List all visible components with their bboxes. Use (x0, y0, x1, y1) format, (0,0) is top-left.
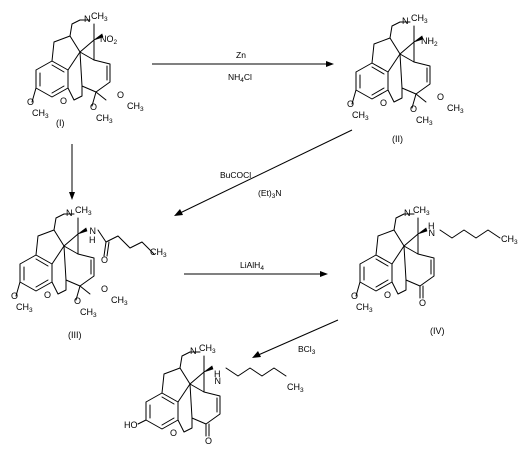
atom-n-iv: N (404, 208, 411, 218)
arrow-iv-to-final (255, 319, 339, 357)
arrowhead-iii-to-iv (320, 271, 328, 277)
reagent-bucocl: BuCOCl (220, 170, 251, 180)
compound-label-iv: (IV) (430, 326, 445, 336)
atom-ch3-i-4: CH3 (32, 108, 49, 120)
atom-n-ii: N (402, 16, 409, 26)
atom-ch3-iv-methoxy: CH3 (356, 302, 373, 314)
atom-ch3-i-2: CH3 (127, 101, 144, 113)
atom-ring-o-iv: O (384, 290, 391, 300)
atom-nh-iv: NH (428, 221, 435, 238)
compound-iv-structure (355, 213, 501, 299)
reagent-lialh4: LiAlH4 (240, 260, 264, 272)
atom-o-i-3: O (27, 97, 34, 107)
atom-ch3-iii: CH3 (75, 205, 92, 217)
reagent-nh4cl: NH4Cl (228, 72, 252, 84)
reagent-et3n: (Et)3N (258, 188, 281, 200)
atom-ketone-o-final: O (205, 436, 212, 446)
atom-ch3-ii-2: CH3 (447, 103, 464, 115)
arrowhead-ii-to-iii (174, 209, 183, 216)
atom-no2-i: NO2 (100, 34, 118, 46)
reagent-bcl3: BCl3 (298, 344, 316, 356)
atom-amide-o-iii: O (101, 255, 108, 265)
atom-ketone-o-iv: O (419, 298, 426, 308)
atom-ch3-iii-3: CH3 (80, 307, 97, 319)
atom-ch3-ii-4: CH3 (352, 110, 369, 122)
atom-ch3-iii-4: CH3 (16, 302, 33, 314)
atom-ch3-iv: CH3 (413, 205, 430, 217)
atom-ch3-ii-3: CH3 (416, 115, 433, 127)
compound-i-structure (31, 19, 111, 107)
atom-ch3-iii-2: CH3 (111, 295, 128, 307)
atom-nh-final: NH (214, 369, 221, 386)
atom-ch3-iv-chain: CH3 (501, 234, 518, 246)
reagent-zn: Zn (236, 50, 246, 60)
compound-label-i: (I) (56, 118, 65, 128)
atom-ho-final: HO (124, 420, 138, 430)
atom-ch3-ii: CH3 (411, 13, 428, 25)
atom-o-i-2: O (90, 102, 97, 112)
atom-o-i-1: O (117, 90, 124, 100)
compound-ii-structure (351, 21, 431, 109)
arrowhead-i-to-iii (69, 192, 75, 200)
compound-label-iii: (III) (68, 330, 82, 340)
atom-ring-o-final: O (170, 428, 177, 438)
atom-o-iii-1: O (101, 284, 108, 294)
atom-o-iii-2: O (74, 296, 81, 306)
atom-ch3-i: CH3 (91, 11, 108, 23)
final-product-structure (137, 351, 287, 437)
atom-o-ii-2: O (410, 104, 417, 114)
atom-o-ii-3: O (347, 99, 354, 109)
atom-n-i: N (84, 14, 91, 24)
atom-n-iii: N (66, 208, 73, 218)
atom-n-final: N (190, 346, 197, 356)
atom-ch3-final-chain: CH3 (287, 382, 304, 394)
arrowhead-i-to-ii (326, 61, 334, 67)
atom-ch3-iii-chain: CH3 (150, 247, 167, 259)
atom-ch3-i-3: CH3 (96, 113, 113, 125)
atom-o-iii-3: O (11, 291, 18, 301)
atom-nh2-ii: NH2 (421, 36, 438, 48)
atom-ring-o-iii: O (44, 290, 51, 300)
arrow-ii-to-iii (177, 129, 353, 215)
atom-ring-o-ii: O (380, 98, 387, 108)
atom-ch3-final: CH3 (199, 343, 216, 355)
atom-o-ii-1: O (437, 92, 444, 102)
compound-label-ii: (II) (392, 134, 403, 144)
compound-iii-structure (15, 213, 155, 301)
atom-ring-o-i: O (60, 96, 67, 106)
arrowhead-iv-to-final (252, 351, 261, 358)
atom-o-iv-methoxy: O (351, 291, 358, 301)
